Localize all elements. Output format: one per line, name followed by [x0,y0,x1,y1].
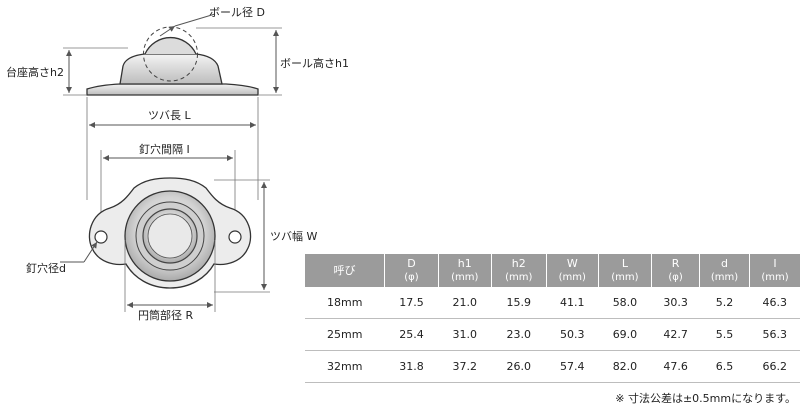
ball-diameter-label: ボール径 D [209,6,265,19]
table-row: 25mm 25.4 31.0 23.0 50.3 69.0 42.7 5.5 5… [305,318,800,351]
table-cell: 32mm [305,350,385,383]
table-cell: 15.9 [491,287,547,319]
table-cell: 31.8 [384,350,439,383]
cylinder-diameter-label: 円筒部径 R [138,308,193,322]
table-cell: 41.1 [546,287,599,319]
table-cell: 6.5 [699,350,750,383]
table-cell: 30.3 [651,287,700,319]
table-cell: 5.2 [699,287,750,319]
hole-diameter-label: 釘穴径d [26,261,66,275]
flange-width-dimension: ツバ幅 W [214,179,317,293]
table-cell: 21.0 [438,287,492,319]
hole-spacing-label: 釘穴間隔 I [139,142,190,156]
ball-height-label: ボール高さh1 [280,56,349,70]
table-cell: 5.5 [699,318,750,351]
table-cell: 56.3 [749,318,800,351]
column-header: I(mm) [749,254,800,287]
base-height-dimension: 台座高さh2 [6,47,128,96]
left-hole [94,230,108,244]
table-cell: 18mm [305,287,385,319]
column-header: h1(mm) [437,254,492,287]
ball-diameter-callout: ボール径 D [159,6,265,37]
side-view [86,26,259,96]
table-cell: 25.4 [384,318,439,351]
column-header: h2(mm) [490,254,547,287]
table-cell: 50.3 [546,318,599,351]
table-cell: 26.0 [491,350,547,383]
spec-table: 呼び D(φ) h1(mm) h2(mm) W(mm) L(mm) R(φ) d… [305,254,800,383]
tolerance-note: ※ 寸法公差は±0.5mmになります。 [615,392,796,405]
table-header-row: 呼び D(φ) h1(mm) h2(mm) W(mm) L(mm) R(φ) d… [305,254,800,287]
table-cell: 25mm [305,318,385,351]
table-cell: 31.0 [438,318,492,351]
cylinder-diameter-dimension: 円筒部径 R [124,240,216,322]
column-header: 呼び [305,254,385,287]
table-cell: 69.0 [598,318,652,351]
column-header: L(mm) [597,254,652,287]
flange-length-dimension: ツバ長 L [86,97,259,200]
table-cell: 58.0 [598,287,652,319]
column-header: W(mm) [545,254,599,287]
flange-width-label: ツバ幅 W [270,230,317,243]
table-cell: 42.7 [651,318,700,351]
column-header: D(φ) [383,254,439,287]
table-cell: 23.0 [491,318,547,351]
flange-length-label: ツバ長 L [148,109,191,122]
column-header: R(φ) [651,254,700,287]
table-cell: 37.2 [438,350,492,383]
table-cell: 46.3 [749,287,800,319]
table-row: 18mm 17.5 21.0 15.9 41.1 58.0 30.3 5.2 4… [305,287,800,319]
table-cell: 47.6 [651,350,700,383]
base-height-label: 台座高さh2 [6,65,64,79]
hole-diameter-callout: 釘穴径d [26,241,98,275]
table-cell: 17.5 [384,287,439,319]
table-cell: 57.4 [546,350,599,383]
column-header: d(mm) [698,254,750,287]
table-cell: 66.2 [749,350,800,383]
right-hole [228,230,242,244]
table-cell: 82.0 [598,350,652,383]
ball-height-dimension: ボール高さh1 [196,27,349,96]
table-row: 32mm 31.8 37.2 26.0 57.4 82.0 47.6 6.5 6… [305,350,800,383]
top-view [88,177,252,289]
